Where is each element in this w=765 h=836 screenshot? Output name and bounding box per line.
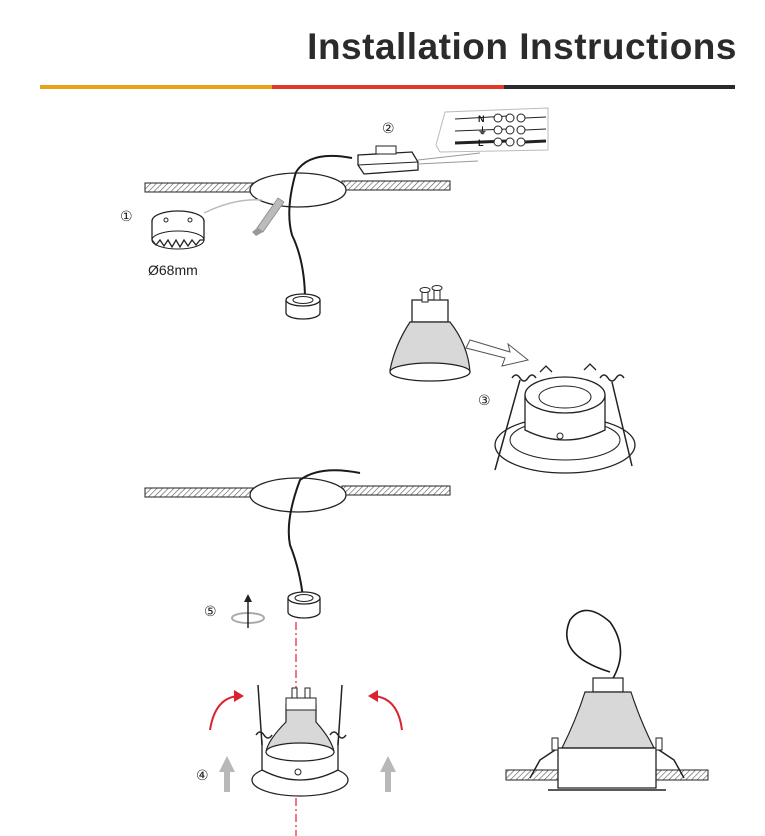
supply-cable <box>288 171 306 301</box>
title-underline <box>40 85 735 89</box>
step-2-number: ② <box>382 121 395 137</box>
underline-segment-orange <box>40 85 272 89</box>
step-4-number: ④ <box>196 768 209 784</box>
underline-segment-red <box>272 85 504 89</box>
twist-arrow-icon <box>231 594 265 628</box>
terminal-earth-label: ⏚ <box>478 126 487 136</box>
installed-cross-section-icon <box>505 609 709 791</box>
gu10-socket-icon <box>285 293 321 320</box>
ceiling-top <box>144 172 451 208</box>
spring-fold-arrow-left-icon <box>209 690 244 731</box>
hole-saw-icon <box>151 199 263 250</box>
spring-fold-arrow-right-icon <box>368 690 403 731</box>
step-1-number: ① <box>120 209 133 225</box>
supply-cable-2 <box>287 469 361 599</box>
step-3-number: ③ <box>478 393 491 409</box>
push-up-arrow-right-icon <box>380 756 396 792</box>
page-title: Installation Instructions <box>307 26 737 67</box>
fitting-with-lamp-icon <box>251 684 349 797</box>
terminal-neutral-label: N <box>478 114 485 124</box>
step-5-number: ⑤ <box>204 604 217 620</box>
underline-segment-dark <box>504 85 735 89</box>
downlight-fitting-icon <box>494 363 636 474</box>
driver-cable <box>295 154 353 173</box>
terminal-block-icon <box>435 107 549 153</box>
terminal-live-label: L <box>478 138 484 148</box>
gu10-lamp-icon <box>389 285 471 382</box>
push-up-arrow-left-icon <box>219 756 235 792</box>
hole-size-label: Ø68mm <box>148 262 198 278</box>
ceiling-bottom <box>144 477 451 513</box>
gu10-socket-icon-2 <box>287 591 321 619</box>
drill-bit-icon <box>252 197 285 236</box>
led-driver-icon <box>357 145 481 175</box>
insert-arrow-icon <box>465 339 530 367</box>
